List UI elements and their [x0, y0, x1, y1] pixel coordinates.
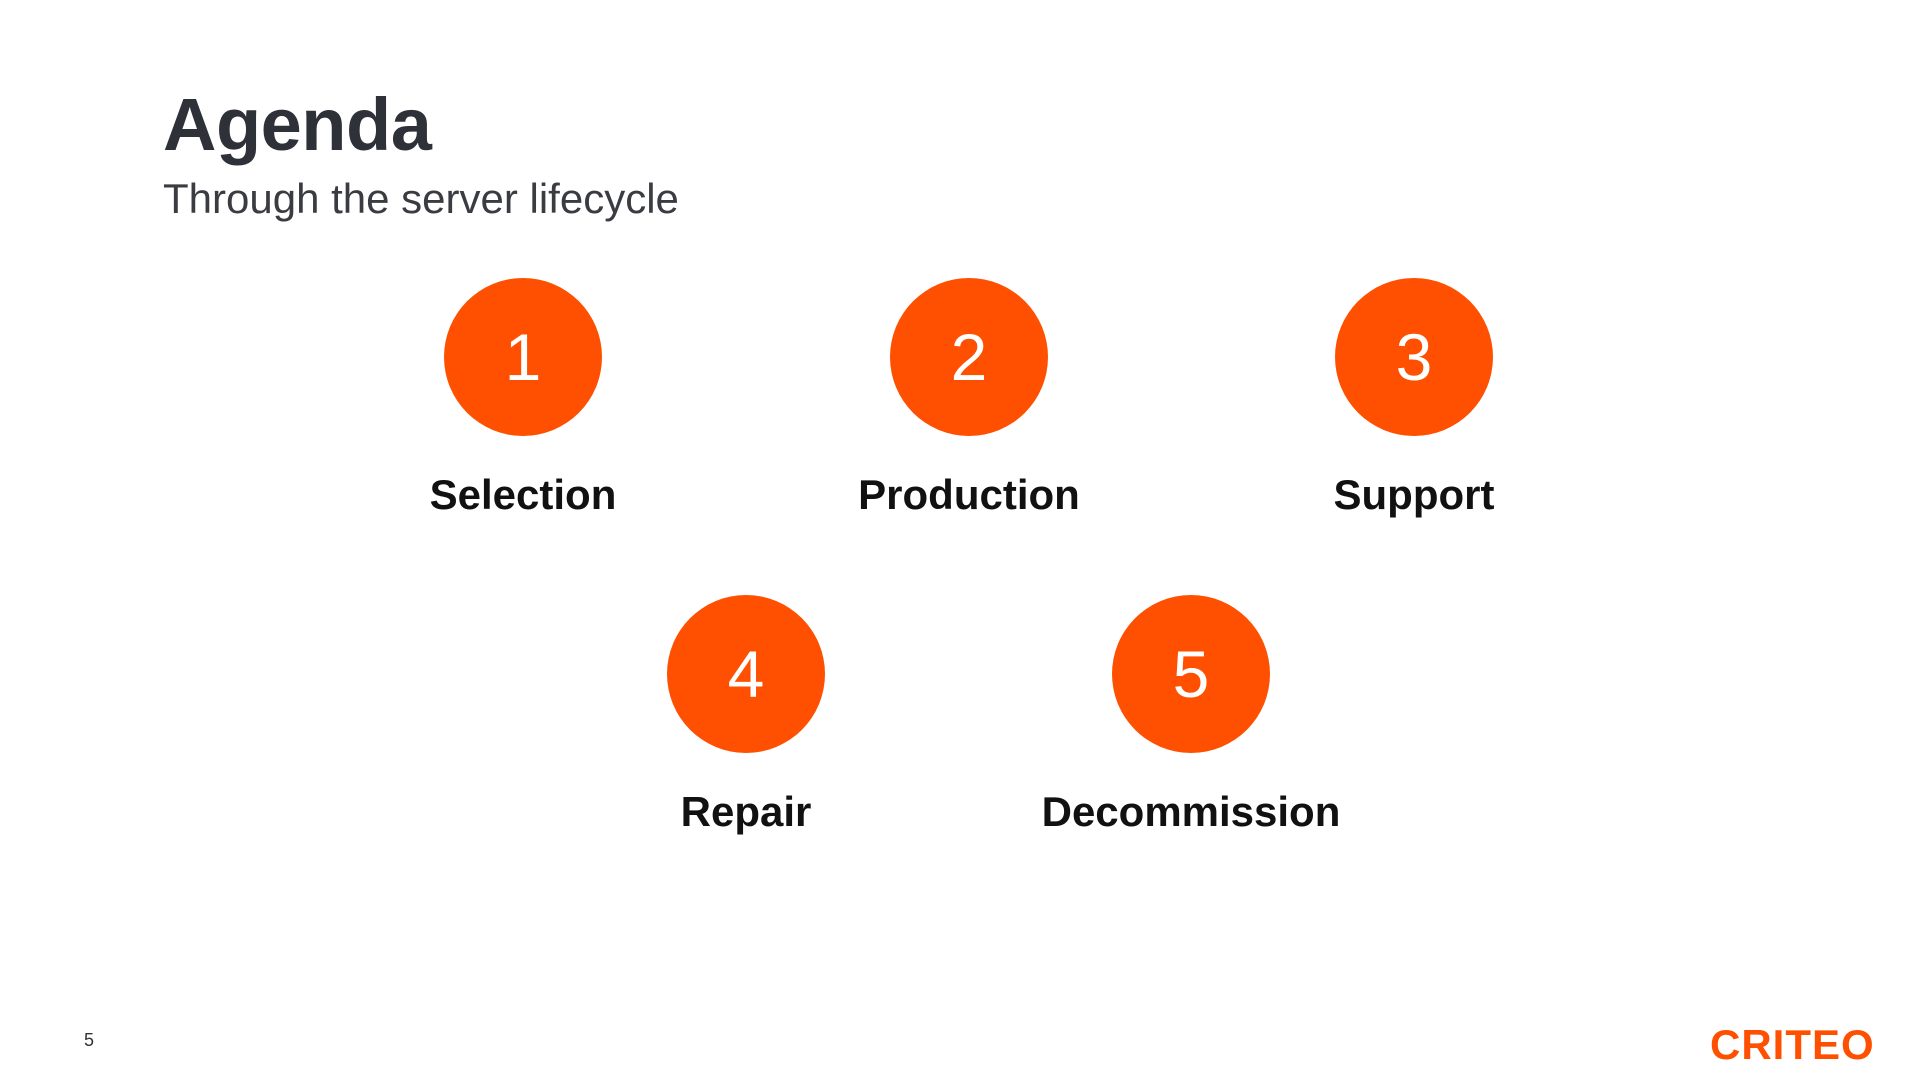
- step-number-circle: 1: [444, 278, 602, 436]
- agenda-step-4: 4 Repair: [596, 595, 896, 833]
- step-label: Production: [858, 471, 1080, 518]
- step-number-circle: 4: [667, 595, 825, 753]
- step-label: Repair: [680, 788, 812, 835]
- page-title: Agenda: [163, 83, 432, 166]
- step-number: 3: [1395, 320, 1433, 394]
- page-number: 5: [84, 1030, 95, 1050]
- step-number: 2: [950, 320, 988, 394]
- agenda-step-5: 5 Decommission: [1041, 595, 1341, 833]
- step-number: 1: [504, 320, 542, 394]
- step-number-circle: 3: [1335, 278, 1493, 436]
- step-number-circle: 2: [890, 278, 1048, 436]
- agenda-step-3: 3 Support: [1264, 278, 1564, 516]
- step-number-circle: 5: [1112, 595, 1270, 753]
- step-number: 4: [727, 637, 765, 711]
- agenda-step-1: 1 Selection: [373, 278, 673, 516]
- step-label: Decommission: [1041, 788, 1341, 835]
- step-label: Support: [1333, 471, 1495, 518]
- criteo-logo: CRITEO: [1710, 1021, 1875, 1068]
- agenda-step-2: 2 Production: [819, 278, 1119, 516]
- step-label: Selection: [429, 471, 617, 518]
- page-subtitle: Through the server lifecycle: [163, 175, 679, 222]
- step-number: 5: [1172, 637, 1210, 711]
